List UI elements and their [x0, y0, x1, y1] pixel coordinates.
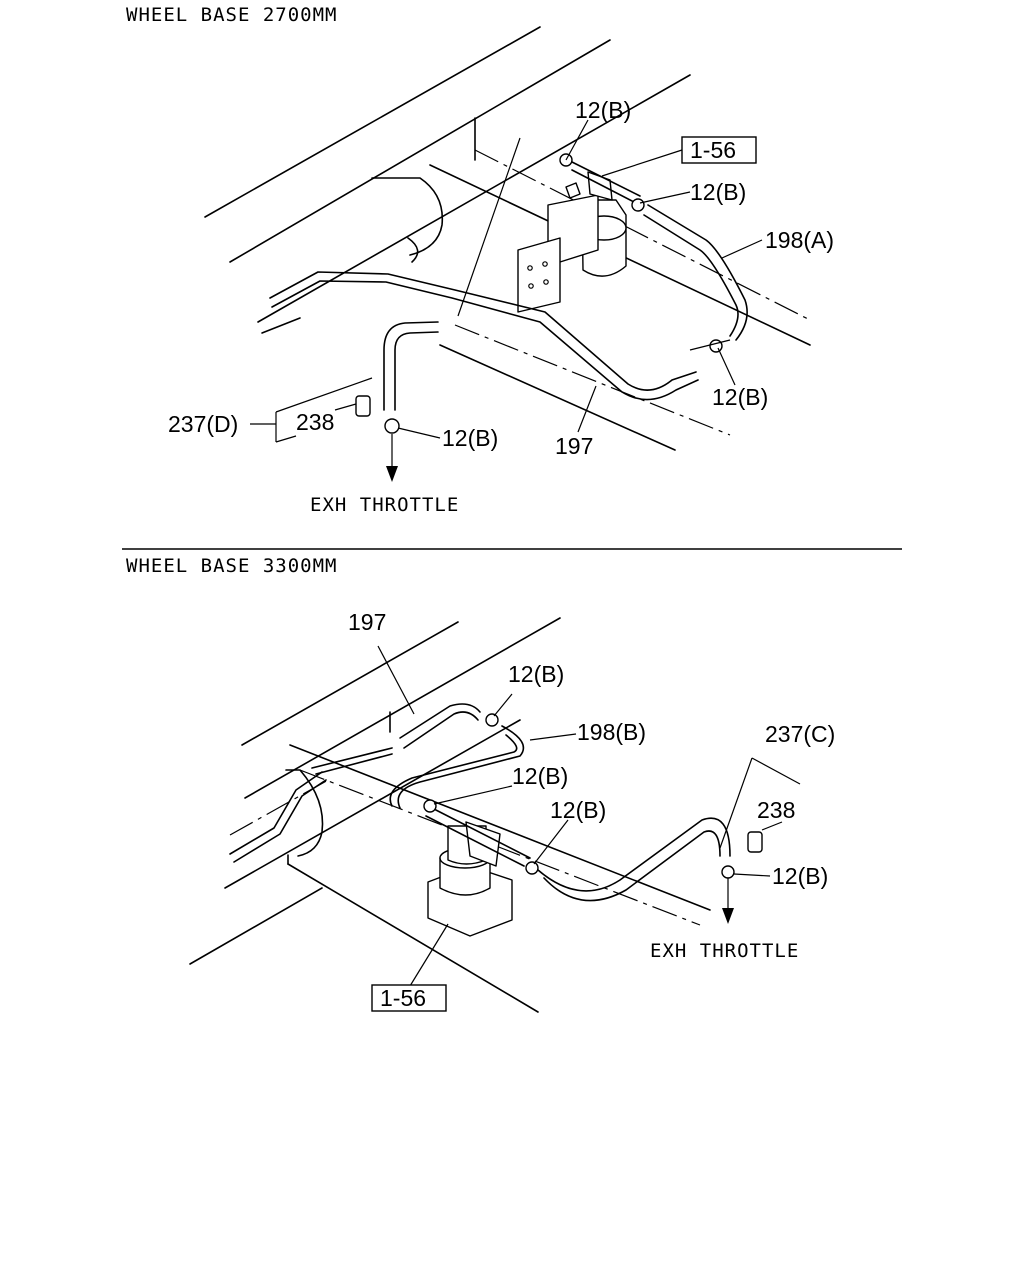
top-hose-198a	[647, 204, 748, 341]
top-label-clip-c: 12(B)	[712, 384, 768, 410]
bottom-label-clip-a: 12(B)	[508, 661, 564, 687]
top-label-hose-237d: 237(D)	[168, 411, 238, 437]
bottom-label-hose-198b: 198(B)	[577, 719, 646, 745]
bottom-destination: EXH THROTTLE	[650, 940, 799, 962]
bottom-leaders	[377, 645, 801, 987]
bottom-label-clip-b: 12(B)	[512, 763, 568, 789]
bottom-hose-198b	[389, 725, 525, 809]
bottom-label-clip-d: 12(B)	[772, 863, 828, 889]
bottom-label-clip-c: 12(B)	[550, 797, 606, 823]
top-clips	[355, 153, 723, 434]
top-label-clip-a: 12(B)	[575, 97, 631, 123]
top-heading: WHEEL BASE 2700MM	[126, 4, 337, 26]
top-hose-237d	[383, 321, 439, 411]
top-hose-198a-inner	[643, 214, 739, 337]
bottom-label-ref[interactable]: 1-56	[380, 985, 426, 1011]
bottom-frame-rails	[189, 617, 711, 1013]
bottom-ref-box[interactable]	[371, 984, 447, 1012]
top-label-238: 238	[296, 409, 334, 435]
top-leaders	[250, 119, 763, 482]
bottom-label-238: 238	[757, 797, 795, 823]
top-label-ref[interactable]: 1-56	[690, 137, 736, 163]
top-label-hose-198a: 198(A)	[765, 227, 834, 253]
top-destination: EXH THROTTLE	[310, 494, 459, 516]
bottom-hose-237c	[537, 817, 731, 902]
bottom-section: WHEEL BASE 3300MM	[126, 555, 835, 1013]
top-pipe-197	[269, 271, 699, 401]
bottom-vacuum-valve	[425, 807, 531, 937]
top-label-pipe-197: 197	[555, 433, 593, 459]
bottom-label-hose-237c: 237(C)	[765, 721, 835, 747]
top-vacuum-valve	[517, 161, 641, 313]
top-label-clip-d: 12(B)	[442, 425, 498, 451]
top-label-clip-b: 12(B)	[690, 179, 746, 205]
bottom-heading: WHEEL BASE 3300MM	[126, 555, 337, 577]
top-ref-box[interactable]	[681, 136, 757, 164]
bottom-pipe-197	[229, 703, 481, 863]
bottom-label-pipe-197: 197	[348, 609, 386, 635]
top-hose-237d-inner	[394, 331, 439, 411]
top-section: WHEEL BASE 2700MM	[126, 4, 834, 516]
bottom-clips	[423, 713, 763, 879]
